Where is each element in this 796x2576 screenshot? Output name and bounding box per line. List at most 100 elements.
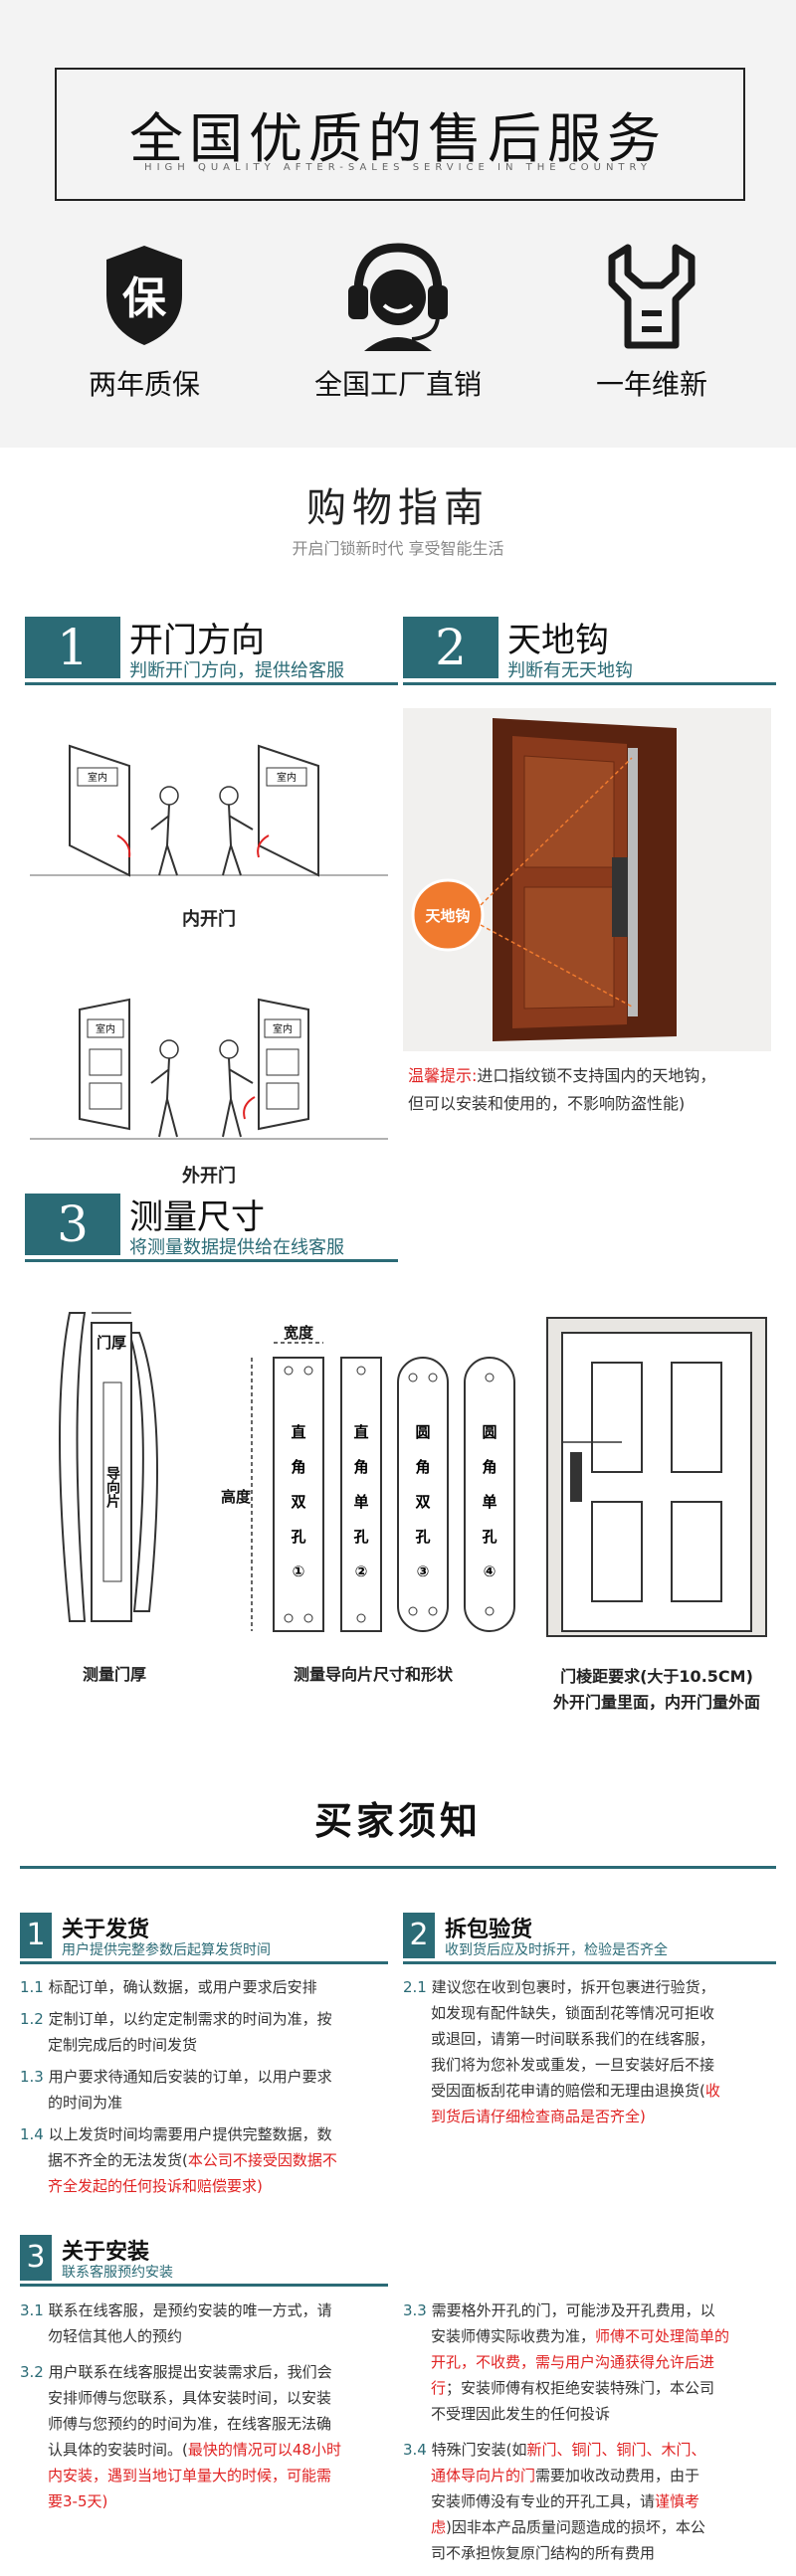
wrench-icon (608, 244, 696, 349)
plate-char: ③ (417, 1563, 430, 1580)
notice-divider (20, 1866, 776, 1869)
step-3-underline (25, 1259, 398, 1262)
plate-char: 角 (415, 1458, 430, 1476)
plate-4: 圆 角 单 孔 ④ (464, 1357, 515, 1632)
service-title-frame (55, 68, 745, 201)
feature-label-renewal: 一年维新 (595, 368, 707, 401)
notice-3-items-left: 3.1 联系在线客服，是预约安装的唯一方式，请勿轻信其他人的预约 3.2 用户联… (20, 2298, 403, 2514)
door-sign: 室内 (277, 771, 297, 784)
step-2-title: 天地钩 (507, 621, 609, 660)
list-item: 1.2 定制订单，以约定定制需求的时间为准，按定制完成后的时间发货 (20, 2010, 332, 2054)
service-title: 全国优质的售后服务 (129, 107, 667, 170)
warm-tip-text-2: 但可以安装和使用的，不影响防盗性能) (408, 1094, 686, 1113)
caption-frame-distance: 门棱距要求(大于10.5CM) (560, 1667, 753, 1686)
guide-title: 购物指南 (306, 485, 490, 531)
notice-1-underline (20, 1961, 388, 1964)
plate-1: 直 角 双 孔 ① (273, 1357, 324, 1632)
warm-tip-text: 进口指纹锁不支持国内的天地钩， (477, 1066, 716, 1085)
plate-char: 直 (291, 1423, 305, 1441)
shield-icon: 保 (106, 246, 182, 345)
caption-outward-door: 外开门 (182, 1166, 236, 1187)
door-frame-distance-diagram (546, 1317, 767, 1637)
outward-door-illustration: 室内 室内 (30, 998, 388, 1140)
step-1-number: 1 (25, 617, 120, 678)
step-2-underline (403, 682, 776, 685)
list-item: 3.2 用户联系在线客服提出安装需求后，我们会 安排师傅与您联系，具体安装时间，… (20, 2363, 341, 2510)
notice-2-underline (403, 1961, 776, 1964)
notice-2-subtitle: 收到货后应及时拆开，检验是否齐全 (445, 1942, 668, 1958)
notice-3-number: 3 (20, 2235, 52, 2281)
guide-plate-label: 导向片 (104, 1466, 120, 1509)
door-sign: 室内 (88, 771, 107, 784)
hook-badge: 天地钩 (425, 907, 470, 925)
width-label: 宽度 (283, 1324, 314, 1342)
service-banner (0, 0, 796, 448)
plate-char: 孔 (291, 1528, 305, 1546)
warm-tip-label: 温馨提示: (408, 1066, 478, 1085)
caption-measure-plate: 测量导向片尺寸和形状 (293, 1665, 453, 1684)
plate-2: 直 角 单 孔 ② (340, 1357, 382, 1632)
plate-char: 双 (415, 1493, 430, 1511)
service-subtitle: HIGH QUALITY AFTER-SALES SERVICE IN THE … (144, 162, 652, 173)
plate-char: 直 (353, 1423, 368, 1441)
top-bottom-hook-door-photo: 天地钩 (403, 708, 771, 1051)
door-sign: 室内 (273, 1022, 293, 1035)
plate-char: 单 (482, 1493, 497, 1511)
notice-2-number: 2 (403, 1913, 435, 1958)
notice-3-underline (20, 2284, 388, 2287)
step-2-number: 2 (403, 617, 498, 678)
list-item: 1.3 用户要求待通知后安装的订单，以用户要求的时间为准 (20, 2068, 332, 2112)
list-item: 3.1 联系在线客服，是预约安装的唯一方式，请勿轻信其他人的预约 (20, 2301, 332, 2345)
feature-factory-direct: 全国工厂直销 (289, 234, 507, 413)
notice-1-title: 关于发货 (62, 1918, 150, 1942)
door-thickness-diagram: 门厚 导向片 (59, 1312, 158, 1622)
notice-1-subtitle: 用户提供完整参数后起算发货时间 (62, 1942, 271, 1958)
headset-icon (348, 243, 448, 351)
guide-subtitle: 开启门锁新时代 享受智能生活 (292, 539, 504, 558)
list-item: 2.1 建议您在收到包裹时，拆开包裹进行验货， 如发现有配件缺失，锁面刮花等情况… (403, 1978, 720, 2125)
door-sign: 室内 (96, 1022, 115, 1035)
list-item: 3.3 需要格外开孔的门，可能涉及开孔费用，以 安装师傅实际收费为准，师傅不可处… (403, 2301, 730, 2423)
plate-char: 单 (353, 1493, 368, 1511)
step-3-title: 测量尺寸 (129, 1197, 265, 1237)
shield-glyph: 保 (122, 274, 167, 324)
notice-title: 买家须知 (313, 1799, 482, 1843)
caption-measure-side: 外开门量里面，内开门量外面 (552, 1693, 760, 1712)
plate-char: 孔 (353, 1528, 368, 1546)
list-item: 3.4 特殊门安装(如新门、铜门、铜门、木门、 通体导向片的门需要加收改动费用，… (403, 2441, 706, 2562)
notice-3-items-right: 3.3 需要格外开孔的门，可能涉及开孔费用，以 安装师傅实际收费为准，师傅不可处… (403, 2298, 791, 2566)
step-3-number: 3 (25, 1194, 120, 1255)
plate-char: ② (355, 1563, 368, 1580)
step-2-subtitle: 判断有无天地钩 (507, 660, 633, 681)
plate-char: 角 (291, 1458, 305, 1476)
step-1-title: 开门方向 (129, 621, 265, 660)
notice-3-subtitle: 联系客服预约安装 (62, 2265, 173, 2281)
feature-renewal: 一年维新 (542, 234, 761, 413)
height-label: 高度 (221, 1488, 252, 1506)
plate-char: 双 (291, 1493, 305, 1511)
list-item: 1.1 标配订单，确认数据，或用户要求后安排 (20, 1978, 317, 1996)
guide-plate-shapes: 宽度 高度 直 角 双 孔 ① 直 角 单 孔 ② 圆 角 双 孔 ③ 圆 角 … (221, 1324, 515, 1632)
warm-tip: 温馨提示:进口指纹锁不支持国内的天地钩， 但可以安装和使用的，不影响防盗性能) (408, 1062, 786, 1118)
notice-1-items: 1.1 标配订单，确认数据，或用户要求后安排 1.2 定制订单，以约定定制需求的… (20, 1974, 403, 2199)
step-1-subtitle: 判断开门方向，提供给客服 (129, 660, 344, 681)
plate-char: 角 (482, 1458, 497, 1476)
notice-1-number: 1 (20, 1913, 52, 1958)
list-item: 1.4 以上发货时间均需要用户提供完整数据，数据不齐全的无法发货(本公司不接受因… (20, 2125, 337, 2195)
step-1-underline (25, 682, 398, 685)
inward-door-illustration: 室内 室内 (30, 744, 388, 877)
caption-measure-thickness: 测量门厚 (82, 1665, 146, 1684)
feature-label-factory-direct: 全国工厂直销 (313, 368, 482, 401)
feature-label-warranty: 两年质保 (88, 368, 200, 401)
plate-char: 孔 (415, 1528, 430, 1546)
plate-char: ④ (484, 1563, 497, 1580)
plate-3: 圆 角 双 孔 ③ (397, 1357, 449, 1632)
notice-2-items: 2.1 建议您在收到包裹时，拆开包裹进行验货， 如发现有配件缺失，锁面刮花等情况… (403, 1974, 786, 2129)
plate-char: 圆 (415, 1423, 430, 1441)
notice-3-title: 关于安装 (62, 2240, 150, 2265)
step-3-subtitle: 将测量数据提供给在线客服 (129, 1237, 344, 1258)
notice-2-title: 拆包验货 (445, 1918, 533, 1942)
feature-warranty: 保 两年质保 (35, 234, 254, 413)
caption-inward-door: 内开门 (182, 909, 236, 930)
plate-char: 孔 (482, 1528, 497, 1546)
